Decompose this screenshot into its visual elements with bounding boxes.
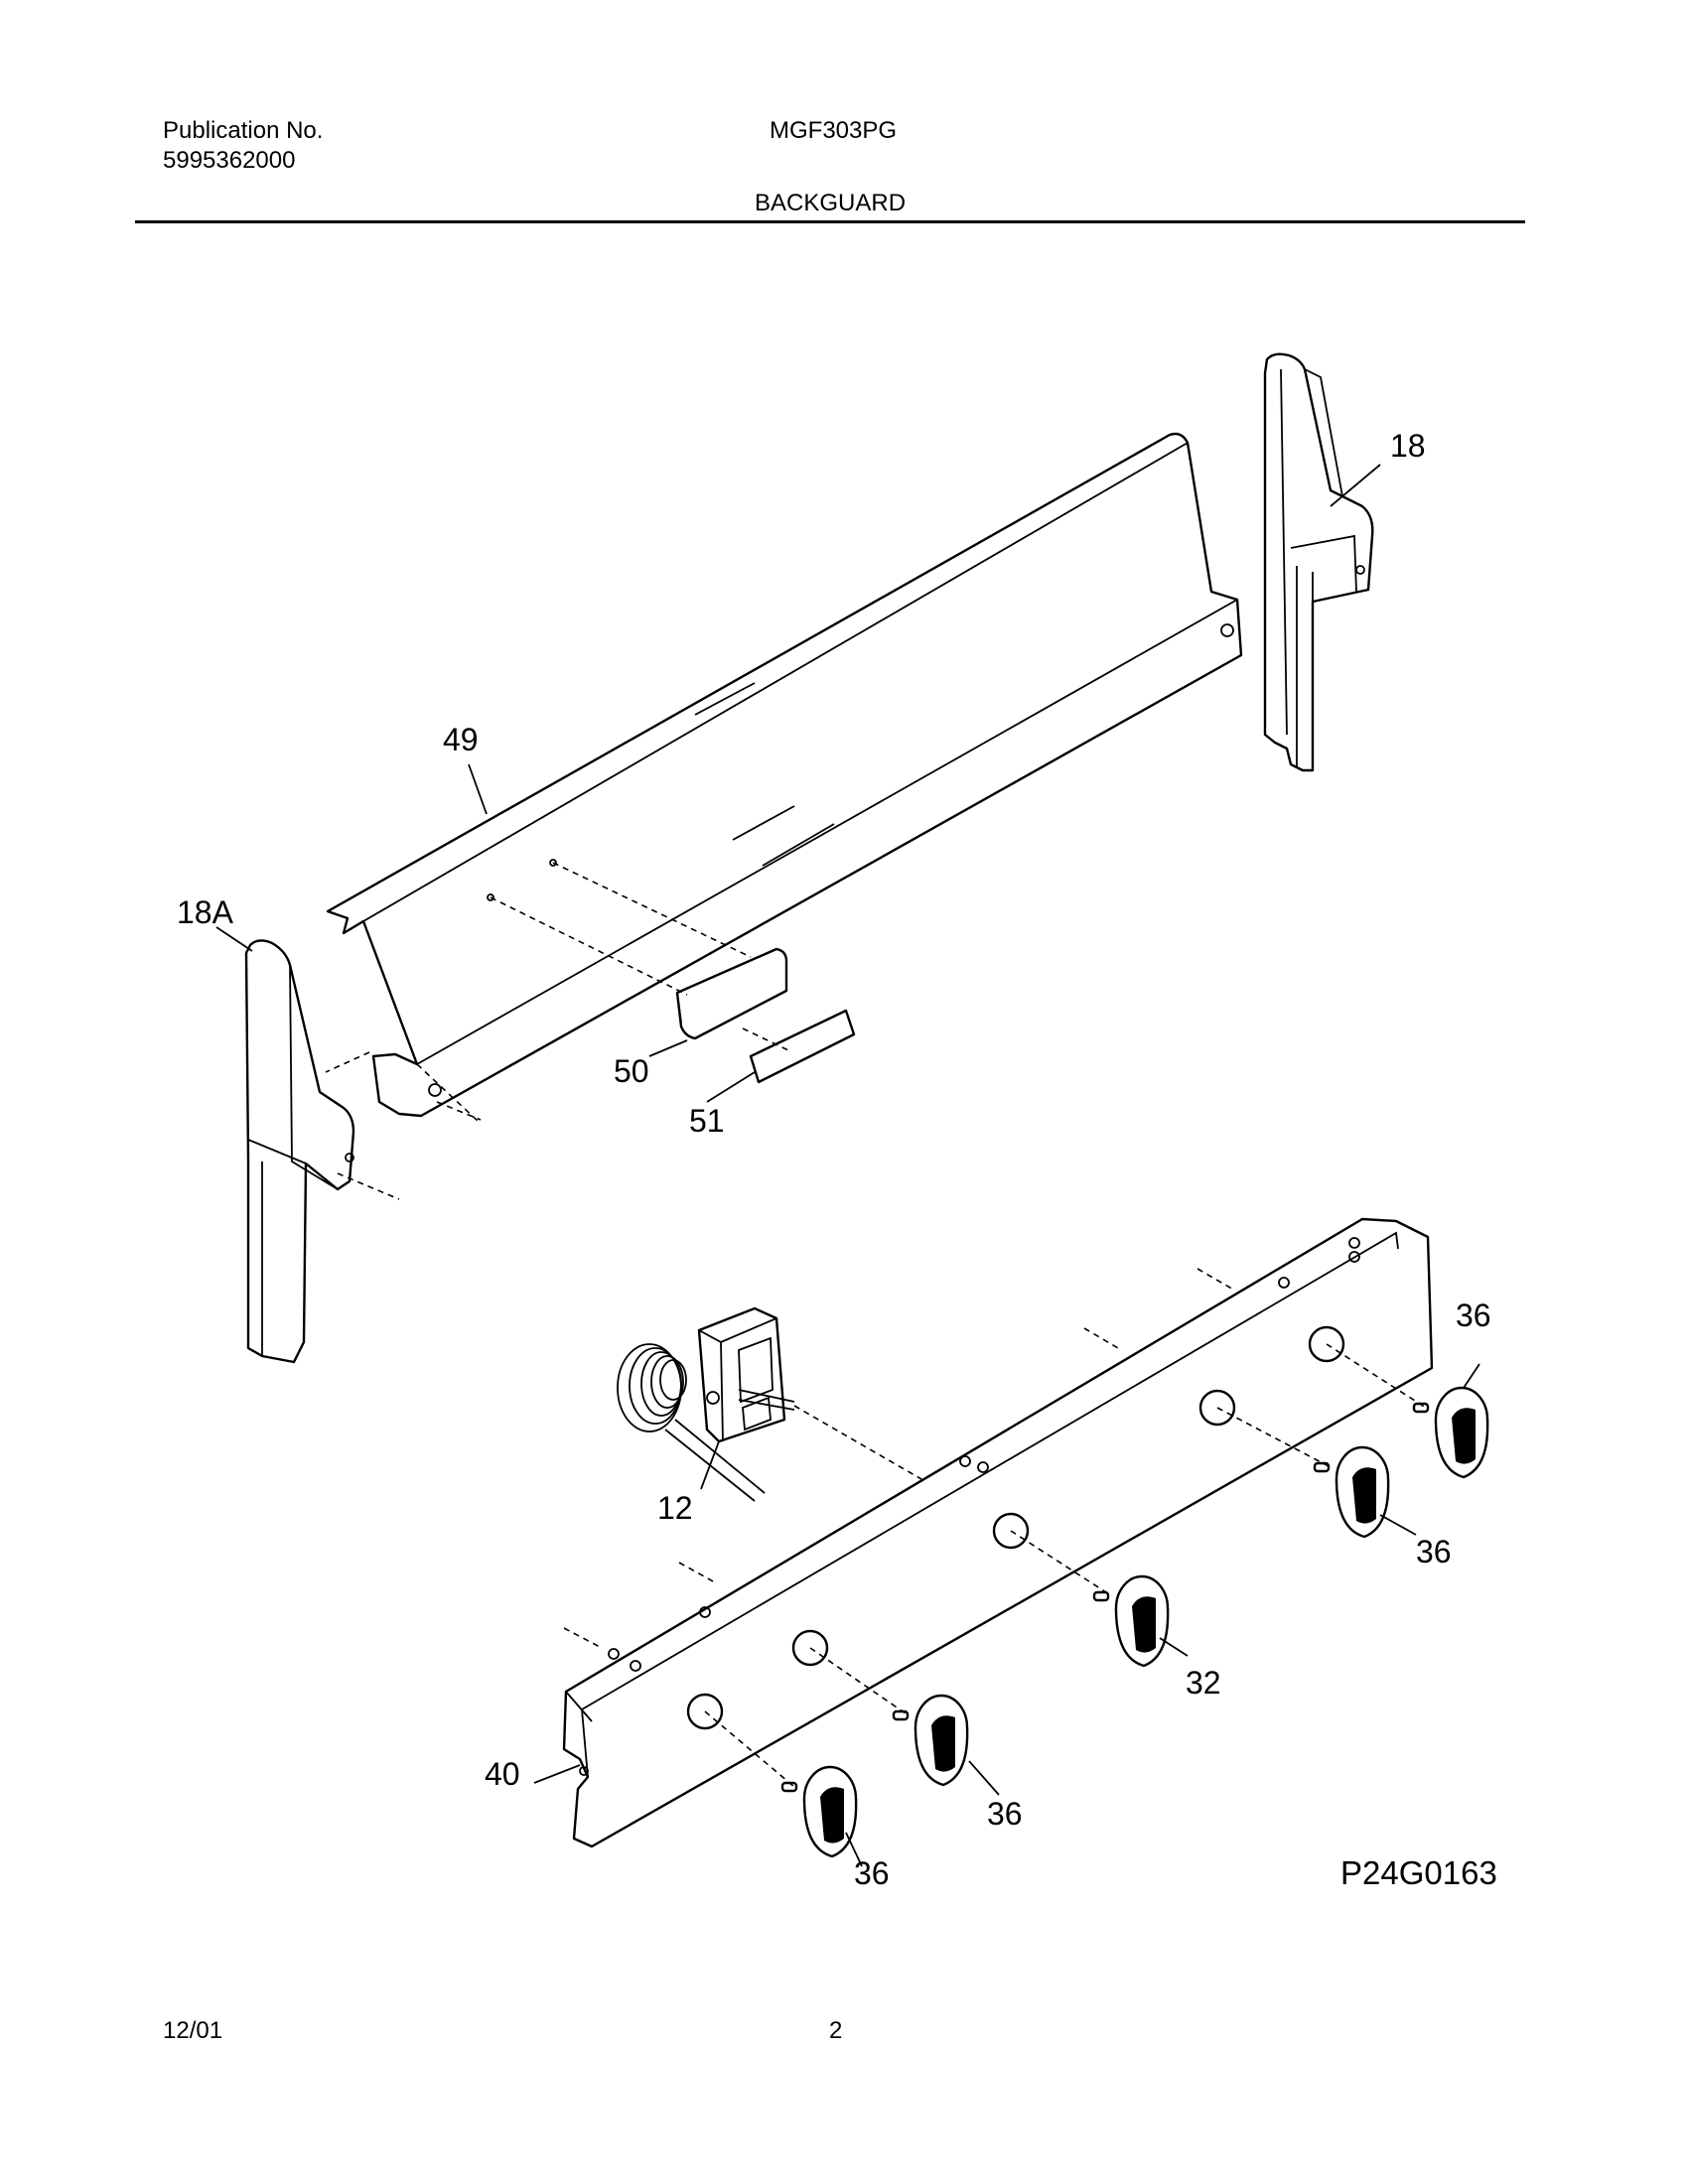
page-number: 2 — [829, 2017, 843, 2044]
part-51-label[interactable] — [749, 1009, 856, 1084]
callout-18: 18 — [1390, 428, 1426, 464]
knob-36-lower-middle[interactable] — [892, 1694, 969, 1787]
callout-51: 51 — [689, 1103, 725, 1139]
part-18a-left-end-cap[interactable] — [244, 939, 355, 1364]
header-rule — [135, 220, 1525, 223]
section-title: BACKGUARD — [755, 190, 907, 216]
callout-50: 50 — [614, 1053, 649, 1089]
leader-lines — [215, 464, 1480, 1867]
callout-32: 32 — [1186, 1665, 1221, 1701]
callout-36-lower-middle: 36 — [987, 1796, 1023, 1832]
callout-49: 49 — [443, 722, 479, 757]
part-50-bracket[interactable] — [675, 947, 788, 1040]
part-40-control-panel[interactable] — [562, 1217, 1434, 1848]
knob-32-center[interactable] — [1092, 1574, 1170, 1668]
publication-label: Publication No. — [163, 117, 324, 144]
publication-number: 5995362000 — [163, 147, 296, 174]
callout-12: 12 — [657, 1490, 693, 1526]
knob-36-top-right[interactable] — [1412, 1386, 1489, 1479]
callout-36-bottom-left: 36 — [854, 1855, 890, 1891]
diagram-reference-code: P24G0163 — [1340, 1854, 1497, 1891]
knob-36-bottom-left[interactable] — [780, 1765, 858, 1858]
callout-36-top-right: 36 — [1456, 1297, 1491, 1333]
callout-40: 40 — [485, 1756, 520, 1792]
callout-36-middle-right: 36 — [1416, 1534, 1452, 1570]
callout-18a: 18A — [177, 894, 234, 930]
part-49-backguard-panel[interactable] — [326, 432, 1243, 1118]
assembly-lines — [325, 862, 1427, 1788]
part-18-right-end-cap[interactable] — [1263, 352, 1374, 772]
part-12-thermostat[interactable] — [617, 1306, 795, 1502]
model-number: MGF303PG — [770, 117, 898, 144]
footer-date: 12/01 — [163, 2017, 223, 2044]
knob-36-middle-right[interactable] — [1313, 1445, 1390, 1539]
